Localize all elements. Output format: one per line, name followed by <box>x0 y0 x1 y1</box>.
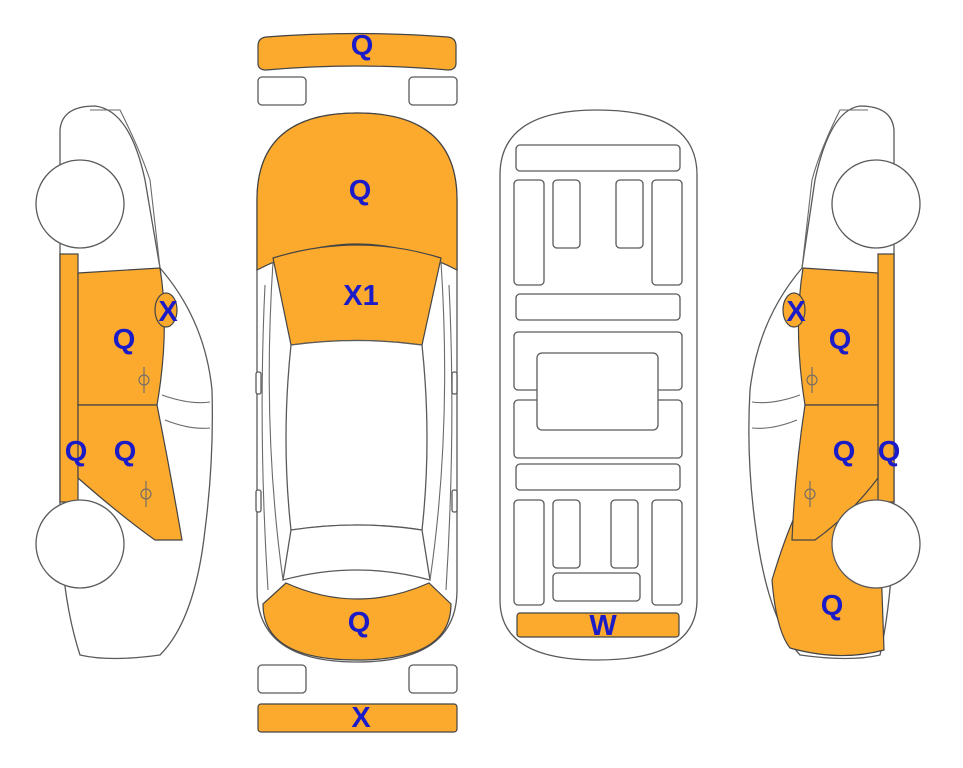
front-bumper-label: Q <box>351 30 374 62</box>
left-rear-door-label: Q <box>114 436 137 468</box>
right-taillight <box>408 664 458 694</box>
right-mirror-panel[interactable] <box>782 292 806 328</box>
left-window <box>161 394 211 429</box>
underbody-rear-label: W <box>589 610 617 642</box>
left-taillight <box>257 664 307 694</box>
hood-panel[interactable] <box>256 112 458 271</box>
right-rear-door-panel[interactable] <box>791 404 879 541</box>
right-side-glass <box>429 261 446 581</box>
left-rear-wheel <box>35 499 125 589</box>
rear-bumper-label: X <box>351 702 371 734</box>
right-mirror-label: X <box>786 296 806 328</box>
left-rocker-label: Q <box>65 436 88 468</box>
right-front-wheel <box>831 159 921 249</box>
right-rocker-label: Q <box>878 436 901 468</box>
trunk-lid-label: Q <box>348 607 371 639</box>
right-quarter-panel-label: Q <box>821 590 844 622</box>
rear-bumper-panel[interactable] <box>257 703 458 733</box>
right-front-door-label: Q <box>829 324 852 356</box>
hood-label: Q <box>349 175 372 207</box>
front-bumper-panel[interactable] <box>257 32 457 71</box>
right-headlight <box>408 76 458 106</box>
left-side-glass <box>268 261 284 581</box>
left-rear-door-panel[interactable] <box>77 404 183 541</box>
underbody-view: W <box>499 109 698 661</box>
underbody-rear-panel[interactable] <box>516 612 680 638</box>
left-front-door-label: Q <box>113 324 136 356</box>
left-mirror-panel[interactable] <box>154 292 178 328</box>
right-rear-wheel <box>831 499 921 589</box>
top-view: Q Q X1 Q X <box>255 30 458 734</box>
roof <box>285 339 428 531</box>
right-window <box>751 394 801 429</box>
left-mirror-label: X <box>158 296 178 328</box>
right-mirror-top <box>451 371 458 395</box>
right-side-view: X Q Q Q Q <box>748 105 921 660</box>
left-front-wheel <box>35 159 125 249</box>
fuel-tank <box>536 352 659 431</box>
left-mirror-top <box>255 371 262 395</box>
left-headlight <box>257 76 307 106</box>
trunk-lid-panel[interactable] <box>262 582 452 661</box>
right-rear-door-label: Q <box>833 436 856 468</box>
left-side-view: X Q Q Q <box>35 105 214 660</box>
windshield-label: X1 <box>343 280 378 312</box>
